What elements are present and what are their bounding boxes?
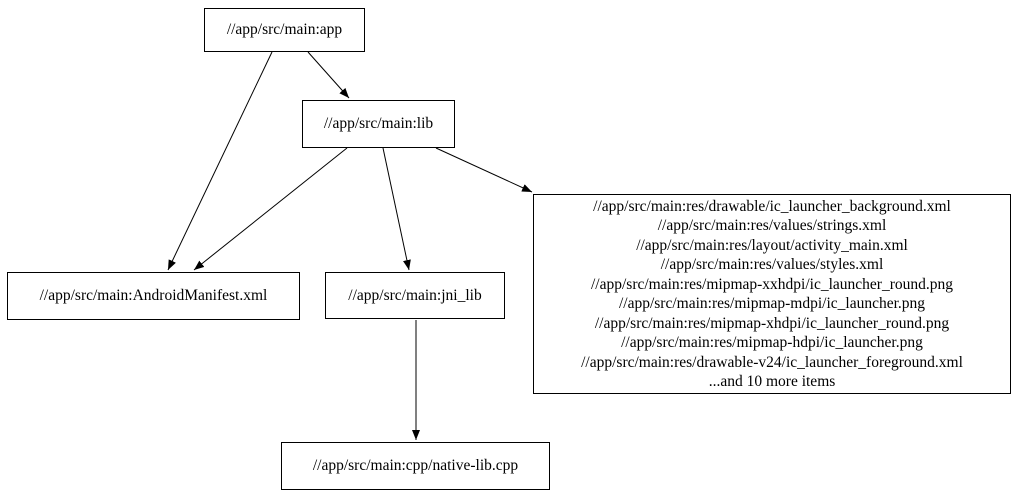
resource-items-overflow: ...and 10 more items — [708, 373, 836, 390]
edge-app-manifest — [167, 51, 273, 271]
resource-item: //app/src/main:res/mipmap-xhdpi/ic_launc… — [594, 314, 950, 332]
node-android-manifest: //app/src/main:AndroidManifest.xml — [7, 272, 300, 320]
resource-item: //app/src/main:res/drawable/ic_launcher_… — [593, 197, 951, 215]
resource-item: //app/src/main:res/drawable-v24/ic_launc… — [581, 353, 963, 371]
resource-item: //app/src/main:res/values/styles.xml — [660, 256, 884, 273]
resource-item: //app/src/main:res/mipmap-mdpi/ic_launch… — [618, 295, 926, 312]
node-android-manifest-label: //app/src/main:AndroidManifest.xml — [39, 287, 268, 305]
edge-lib-jni-lib — [382, 147, 411, 271]
node-lib-label: //app/src/main:lib — [323, 115, 434, 133]
edge-app-lib — [307, 51, 350, 99]
node-native-lib-cpp-label: //app/src/main:cpp/native-lib.cpp — [312, 457, 519, 475]
node-jni-lib-label: //app/src/main:jni_lib — [348, 286, 482, 304]
node-resources-group: //app/src/main:res/drawable/ic_launcher_… — [533, 194, 1011, 394]
edge-lib-manifest — [193, 147, 348, 271]
node-native-lib-cpp: //app/src/main:cpp/native-lib.cpp — [281, 442, 550, 490]
node-app: //app/src/main:app — [204, 8, 365, 52]
resource-item: //app/src/main:res/mipmap-hdpi/ic_launch… — [621, 334, 923, 351]
node-lib: //app/src/main:lib — [302, 100, 455, 148]
resource-item: //app/src/main:res/values/strings.xml — [657, 217, 887, 234]
node-jni-lib: //app/src/main:jni_lib — [325, 272, 505, 319]
resource-item: //app/src/main:res/layout/activity_main.… — [636, 236, 908, 254]
resource-item: //app/src/main:res/mipmap-xxhdpi/ic_laun… — [590, 275, 953, 293]
node-app-label: //app/src/main:app — [226, 21, 343, 39]
edge-lib-resources — [435, 147, 533, 193]
